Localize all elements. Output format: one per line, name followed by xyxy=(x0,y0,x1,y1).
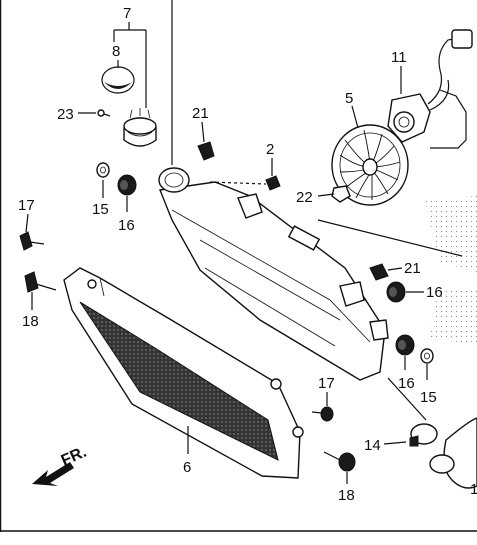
radiator-hose-1 xyxy=(387,377,477,489)
bolt-18-bottom xyxy=(323,451,356,472)
clip-nut-21-upper xyxy=(197,141,215,161)
front-direction-indicator: FR. xyxy=(32,444,89,486)
cap-label-disc xyxy=(101,66,135,94)
front-arrow-icon xyxy=(32,462,74,486)
callout-16-right-lower: 16 xyxy=(398,375,415,392)
grommet-16-right-upper xyxy=(386,281,406,303)
leader-line xyxy=(317,219,463,257)
callout-labels: 7 8 23 11 5 21 2 22 17 15 16 18 21 16 16… xyxy=(18,5,477,504)
bolt-2 xyxy=(209,175,281,191)
front-label: FR. xyxy=(59,444,89,470)
callout-23: 23 xyxy=(57,106,74,123)
bolt-18-left xyxy=(24,271,57,293)
bolt-17-left xyxy=(19,231,45,251)
callout-2: 2 xyxy=(266,141,274,158)
bolt-17-center xyxy=(311,406,334,422)
fan-motor xyxy=(387,29,473,149)
collar-15-left xyxy=(96,162,110,178)
callout-16-left: 16 xyxy=(118,217,135,234)
stipple-area xyxy=(425,196,477,272)
cooling-fan xyxy=(331,124,409,206)
callout-14: 14 xyxy=(364,437,381,454)
callout-21-upper: 21 xyxy=(192,105,209,122)
callout-8: 8 xyxy=(112,43,120,60)
callout-18-bottom: 18 xyxy=(338,487,355,504)
callout-17-left: 17 xyxy=(18,197,35,214)
hose-clamp-14 xyxy=(409,423,438,447)
grommet-16-left xyxy=(117,174,137,196)
radiator-grille xyxy=(63,267,304,479)
clip-nut-21-lower xyxy=(369,263,389,281)
callout-1: 1 xyxy=(470,481,477,498)
callout-17-center: 17 xyxy=(318,375,335,392)
grommet-16-right-lower xyxy=(395,334,415,356)
callout-15-right: 15 xyxy=(420,389,437,406)
callout-16-right-upper: 16 xyxy=(426,284,443,301)
callout-15-left: 15 xyxy=(92,201,109,218)
callout-11: 11 xyxy=(391,49,407,66)
radiator-cap xyxy=(123,108,157,147)
callout-22: 22 xyxy=(296,189,313,206)
diagram-frame xyxy=(0,0,477,532)
callout-18-left: 18 xyxy=(22,313,39,330)
callout-21-lower: 21 xyxy=(404,260,421,277)
radiator-core xyxy=(158,167,389,381)
screw-23 xyxy=(97,109,111,117)
callout-leaders xyxy=(25,22,428,484)
callout-6: 6 xyxy=(183,459,191,476)
callout-5: 5 xyxy=(345,90,353,107)
stipple-area xyxy=(430,288,477,345)
collar-15-right xyxy=(420,348,434,364)
callout-7: 7 xyxy=(123,5,131,22)
grommet-22 xyxy=(331,185,351,203)
